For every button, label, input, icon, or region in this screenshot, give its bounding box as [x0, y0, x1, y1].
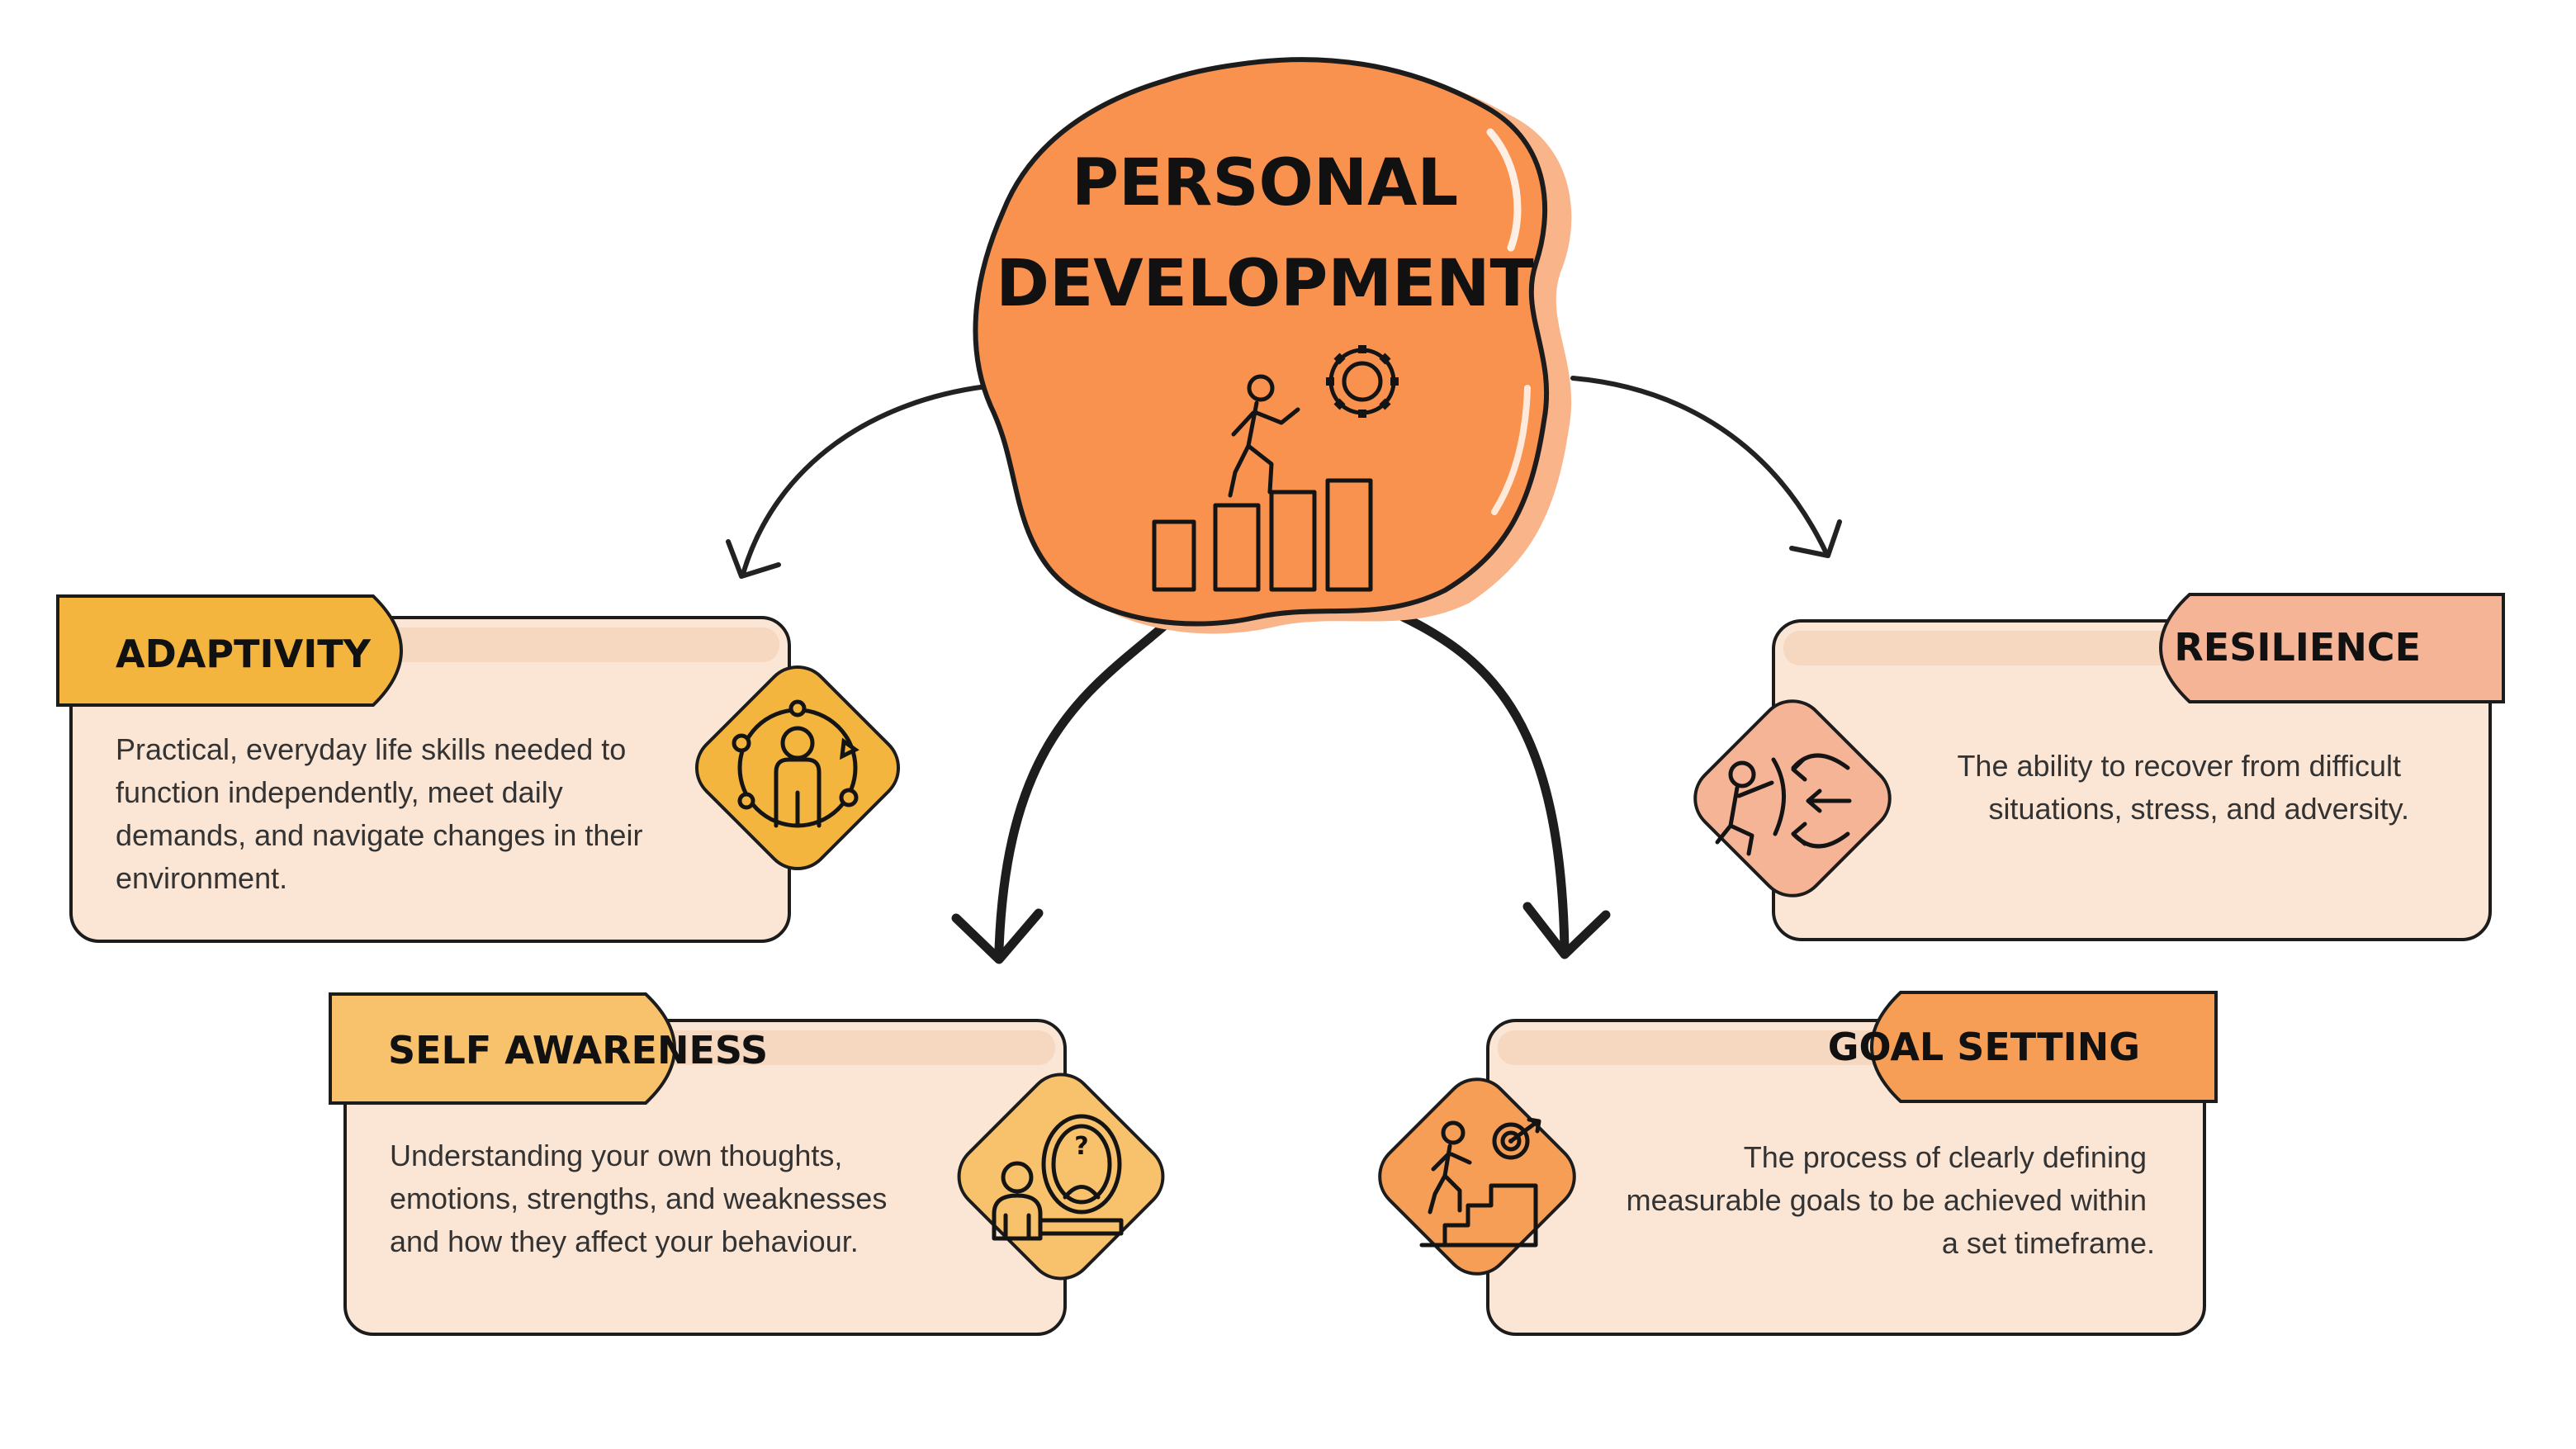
goal-setting-description: The process of clearly defining measurab… — [1627, 1140, 2155, 1260]
adaptivity-title: ADAPTIVITY — [116, 632, 372, 676]
adaptivity-description: Practical, everyday life skills needed t… — [116, 732, 651, 895]
self-awareness-line-2: emotions, strengths, and weaknesses — [390, 1181, 887, 1215]
goal-setting-title: GOAL SETTING — [1828, 1025, 2140, 1069]
central-blob — [973, 57, 1550, 627]
resilience-title: RESILIENCE — [2174, 625, 2421, 670]
central-title-line2: DEVELOPMENT — [996, 247, 1533, 321]
adaptivity-line-2: function independently, meet daily — [116, 775, 563, 809]
person-cycle-icon — [694, 665, 901, 871]
card-adaptivity: ADAPTIVITY Practical, everyday life skil… — [56, 594, 901, 943]
central-blob-highlight-2 — [1491, 385, 1531, 515]
person-mirror-icon: ? — [957, 1073, 1165, 1281]
goal-setting-line-3: a set timeframe. — [1942, 1226, 2155, 1260]
adaptivity-line-1: Practical, everyday life skills needed t… — [116, 732, 626, 766]
central-blob-highlight — [1486, 128, 1522, 252]
resilience-line-1: The ability to recover from difficult — [1957, 749, 2401, 783]
resilience-title-tag — [2159, 593, 2505, 703]
card-self-awareness: SELF AWARENESS Understanding your own th… — [329, 992, 1165, 1336]
adaptivity-line-3: demands, and navigate changes in their — [116, 818, 642, 852]
central-title-line1: PERSONAL — [1072, 146, 1458, 220]
adaptivity-line-4: environment. — [116, 861, 287, 895]
self-awareness-title: SELF AWARENESS — [388, 1028, 768, 1073]
goal-setting-title-tag — [1870, 991, 2218, 1103]
goal-setting-line-1: The process of clearly defining — [1744, 1140, 2147, 1174]
stairs-target-icon — [1378, 1077, 1576, 1276]
person-shield-icon — [1693, 699, 1892, 897]
resilience-line-2: situations, stress, and adversity. — [1988, 792, 2409, 826]
stairs-climber-gear-icon — [1152, 345, 1399, 592]
resilience-description: The ability to recover from difficult si… — [1957, 749, 2409, 826]
card-resilience: RESILIENCE The ability to recover from d… — [1693, 593, 2505, 941]
arrow-to-goal-setting — [1395, 610, 1611, 959]
central-topic: PERSONAL DEVELOPMENT — [973, 57, 1572, 634]
arrow-to-adaptivity — [726, 384, 989, 579]
self-awareness-title-tag — [329, 992, 676, 1105]
arrow-to-self-awareness — [951, 610, 1181, 964]
svg-text:?: ? — [1074, 1132, 1088, 1161]
self-awareness-description: Understanding your own thoughts, emotion… — [390, 1139, 895, 1258]
card-goal-setting: GOAL SETTING The process of clearly defi… — [1378, 991, 2218, 1336]
arrow-to-resilience — [1570, 376, 1842, 558]
adaptivity-title-tag — [56, 594, 403, 707]
self-awareness-line-3: and how they affect your behaviour. — [390, 1224, 859, 1258]
self-awareness-line-1: Understanding your own thoughts, — [390, 1139, 842, 1172]
goal-setting-line-2: measurable goals to be achieved within — [1627, 1183, 2147, 1217]
